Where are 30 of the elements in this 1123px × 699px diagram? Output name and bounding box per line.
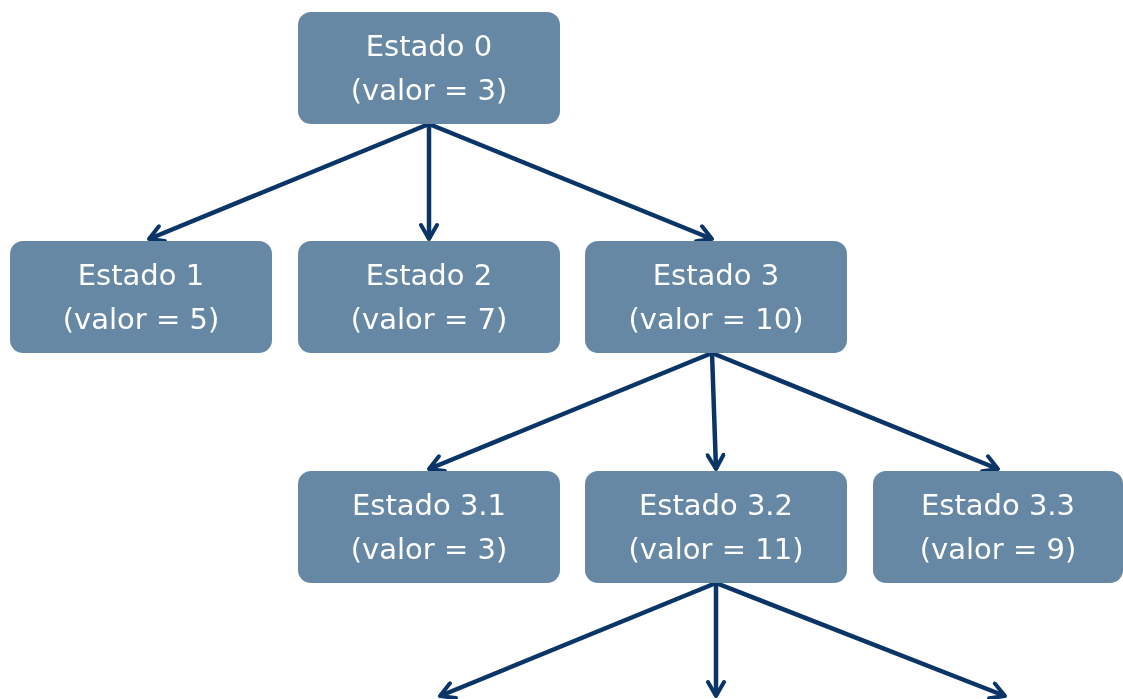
arrow — [147, 121, 430, 244]
state-box — [585, 471, 847, 583]
state-label: (valor = 11) — [628, 531, 804, 568]
arrow — [438, 580, 717, 699]
state-box — [298, 241, 560, 353]
arrow — [428, 121, 714, 244]
state-label: Estado 3.3 — [920, 487, 1076, 524]
arrow — [419, 124, 439, 241]
state-box — [298, 471, 560, 583]
arrow — [706, 583, 726, 698]
state-label: Estado 3.1 — [351, 487, 507, 524]
state-box — [873, 471, 1123, 583]
state-label: Estado 1 — [77, 257, 205, 294]
arrow — [715, 580, 1007, 699]
arrow — [711, 350, 1000, 474]
state-label: (valor = 7) — [350, 301, 508, 338]
state-label: (valor = 5) — [62, 301, 220, 338]
state-label: (valor = 3) — [350, 72, 508, 109]
state-label: (valor = 9) — [919, 531, 1077, 568]
arrow — [705, 352, 726, 471]
arrow — [427, 350, 713, 474]
state-label: Estado 3.2 — [638, 487, 794, 524]
state-label: Estado 0 — [365, 28, 493, 65]
state-label: Estado 3 — [652, 257, 780, 294]
state-box — [298, 12, 560, 124]
state-box — [10, 241, 272, 353]
state-label: (valor = 3) — [350, 531, 508, 568]
state-label: Estado 2 — [365, 257, 493, 294]
state-box — [585, 241, 847, 353]
state-label: (valor = 10) — [628, 301, 804, 338]
